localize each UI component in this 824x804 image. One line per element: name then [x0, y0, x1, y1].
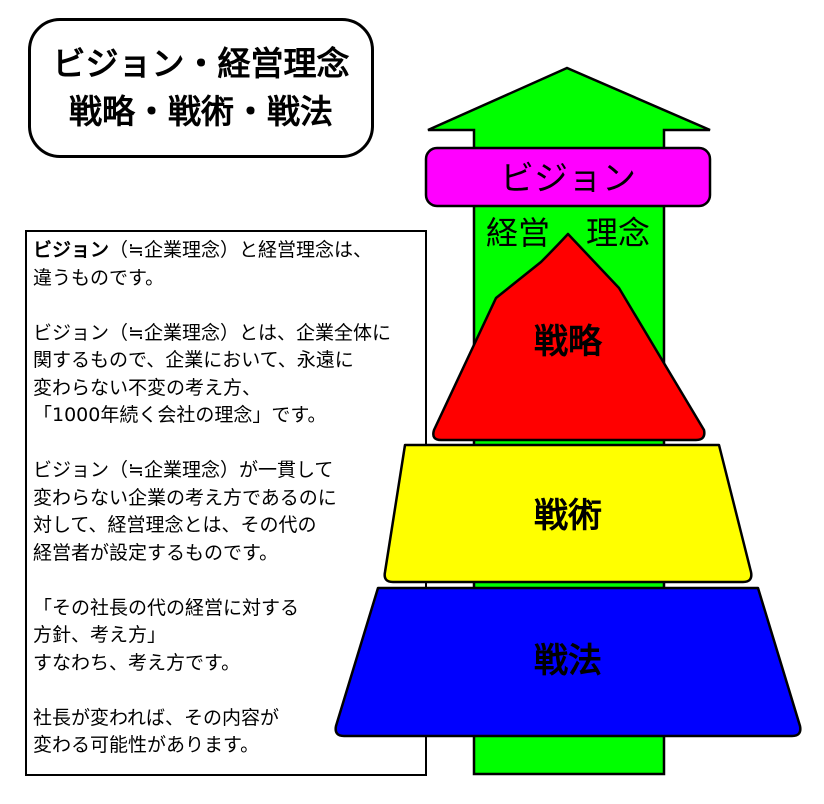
tier-tactics-shape	[383, 443, 753, 584]
title-line-1: ビジョン・経営理念	[52, 44, 350, 83]
explanation-paragraph-1: ビジョン（≒企業理念）と経営理念は、 違うものです。	[33, 237, 419, 292]
explanation-paragraph-1-rest: （≒企業理念）と経営理念は、 違うものです。	[33, 239, 372, 289]
explanation-lead-word: ビジョン	[33, 239, 110, 261]
tier-strategy-label: 戦略	[534, 322, 603, 362]
tier-tactics-label: 戦術	[534, 496, 602, 536]
explanation-paragraph-2: ビジョン（≒企業理念）とは、企業全体に 関するもので、企業において、永遠に 変わ…	[33, 321, 391, 427]
management-label-1: 経営	[486, 214, 550, 252]
explanation-paragraph-4: 「その社長の代の経営に対する 方針、考え方」 すなわち、考え方です。	[33, 596, 300, 674]
title-line-2: 戦略・戦術・戦法	[69, 92, 333, 131]
tier-methods-label: 戦法	[534, 641, 602, 681]
explanation-paragraph-5: 社長が変われば、その内容が 変わる可能性があります。	[33, 706, 280, 757]
tier-strategy-shape	[432, 232, 706, 442]
management-label-2: 理念	[586, 214, 650, 252]
vision-label: ビジョン	[500, 159, 636, 199]
title-box: ビジョン・経営理念 戦略・戦術・戦法	[28, 18, 374, 158]
explanation-paragraph-3: ビジョン（≒企業理念）が一貫して 変わらない企業の考え方であるのに 対して、経営…	[33, 459, 337, 564]
tier-methods-shape	[334, 586, 802, 738]
vision-box	[424, 146, 712, 208]
